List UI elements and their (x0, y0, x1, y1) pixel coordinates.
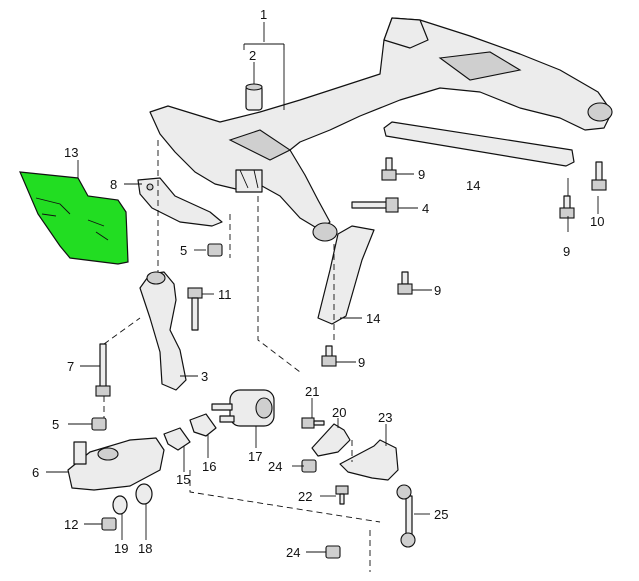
callout-19: 19 (114, 541, 128, 556)
callout-22: 22 (298, 489, 312, 504)
link-rod-25[interactable] (396, 484, 416, 548)
callout-10: 10 (590, 214, 604, 229)
bolt-7[interactable] (95, 343, 111, 397)
callout-24-lower: 24 (286, 545, 300, 560)
leader-lines (46, 22, 599, 553)
callout-15: 15 (176, 472, 190, 487)
bolt-4[interactable] (351, 197, 399, 213)
callout-20: 20 (332, 405, 346, 420)
control-arm-mount[interactable] (67, 437, 165, 491)
nut-24-upper[interactable] (301, 459, 317, 473)
callout-8: 8 (110, 177, 117, 192)
callout-13: 13 (64, 145, 78, 160)
callout-21: 21 (305, 384, 319, 399)
callout-7: 7 (67, 359, 74, 374)
screw-21[interactable] (301, 417, 325, 429)
callout-9-upper: 9 (418, 167, 425, 182)
subframe-crossmember[interactable] (149, 17, 613, 242)
bolt-9-mid[interactable] (397, 271, 413, 295)
callout-11: 11 (218, 287, 232, 302)
bolt-9-right[interactable] (559, 195, 575, 219)
nut-12[interactable] (101, 517, 117, 531)
callout-18: 18 (138, 541, 152, 556)
brace-strip-upper[interactable] (383, 121, 575, 167)
shim-15[interactable] (163, 427, 191, 451)
callout-24-upper: 24 (268, 459, 282, 474)
callout-1: 1 (260, 7, 267, 22)
nut-5-lower[interactable] (91, 417, 107, 431)
engine-mount[interactable] (211, 389, 275, 427)
callout-9-lower: 9 (358, 355, 365, 370)
callout-17: 17 (248, 449, 262, 464)
heat-shield-highlighted[interactable] (19, 171, 129, 265)
nut-5-upper[interactable] (207, 243, 223, 257)
washer-19[interactable] (112, 495, 128, 515)
callout-9-mid: 9 (434, 283, 441, 298)
callout-14-upper: 14 (466, 178, 480, 193)
shim-16[interactable] (189, 413, 217, 437)
callout-25: 25 (434, 507, 448, 522)
spacer-bushing[interactable] (245, 83, 263, 111)
mounting-bracket[interactable] (137, 177, 223, 227)
callout-12: 12 (64, 517, 78, 532)
engine-mount-arm[interactable] (139, 271, 187, 391)
sensor-23[interactable] (339, 439, 399, 481)
callout-labels: 1 2 13 8 9 14 4 10 9 5 9 11 14 9 7 3 21 … (32, 7, 604, 560)
callout-9-right: 9 (563, 244, 570, 259)
callout-23: 23 (378, 410, 392, 425)
callout-5-upper: 5 (180, 243, 187, 258)
callout-16: 16 (202, 459, 216, 474)
brace-strip-lower[interactable] (317, 225, 375, 325)
callout-6: 6 (32, 465, 39, 480)
bolt-9-lower[interactable] (321, 345, 337, 367)
bolt-11[interactable] (187, 287, 203, 331)
screw-22[interactable] (335, 485, 349, 505)
bolt-10[interactable] (591, 161, 607, 191)
bracket-20[interactable] (311, 423, 351, 457)
callout-14-lower: 14 (366, 311, 380, 326)
bushing-18[interactable] (135, 483, 153, 505)
callout-2: 2 (249, 48, 256, 63)
nut-24-lower[interactable] (325, 545, 341, 559)
bolt-9-upper[interactable] (381, 157, 397, 181)
callout-4: 4 (422, 201, 429, 216)
assembly-lines (103, 140, 381, 572)
callout-5-lower: 5 (52, 417, 59, 432)
callout-3: 3 (201, 369, 208, 384)
